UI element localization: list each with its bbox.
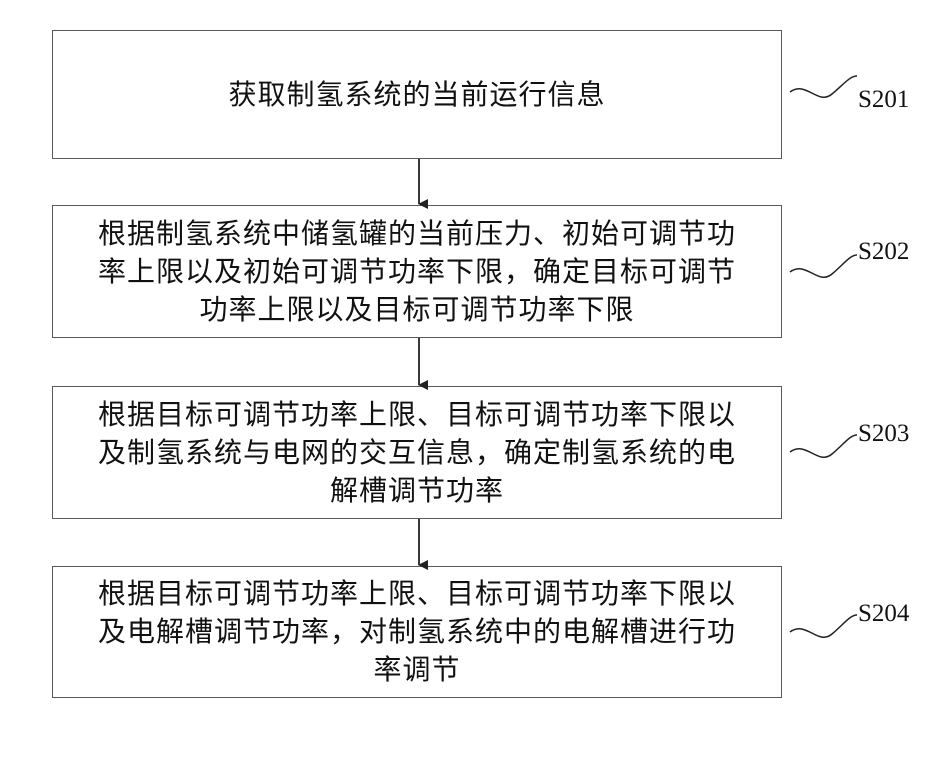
step-text-s202: 根据制氢系统中储氢罐的当前压力、初始可调节功 率上限以及初始可调节功率下限，确定… [62, 215, 772, 329]
step-box-s202: 根据制氢系统中储氢罐的当前压力、初始可调节功 率上限以及初始可调节功率下限，确定… [52, 205, 782, 338]
leader-line-s201 [790, 76, 857, 97]
step-label-s203: S203 [858, 420, 909, 448]
step-box-s204: 根据目标可调节功率上限、目标可调节功率下限以 及电解槽调节功率，对制氢系统中的电… [52, 566, 782, 698]
leader-line-s202 [790, 255, 857, 277]
step-label-s201: S201 [858, 86, 909, 114]
step-text-s204: 根据目标可调节功率上限、目标可调节功率下限以 及电解槽调节功率，对制氢系统中的电… [62, 575, 772, 689]
step-label-s204: S204 [858, 600, 909, 628]
step-box-s203: 根据目标可调节功率上限、目标可调节功率下限以 及制氢系统与电网的交互信息，确定制… [52, 386, 782, 519]
step-text-s201: 获取制氢系统的当前运行信息 [62, 76, 772, 114]
step-label-s202: S202 [858, 238, 909, 266]
leader-line-s204 [790, 615, 857, 637]
step-text-s203: 根据目标可调节功率上限、目标可调节功率下限以 及制氢系统与电网的交互信息，确定制… [62, 396, 772, 510]
step-box-s201: 获取制氢系统的当前运行信息 [52, 30, 782, 159]
leader-line-s203 [790, 435, 857, 457]
